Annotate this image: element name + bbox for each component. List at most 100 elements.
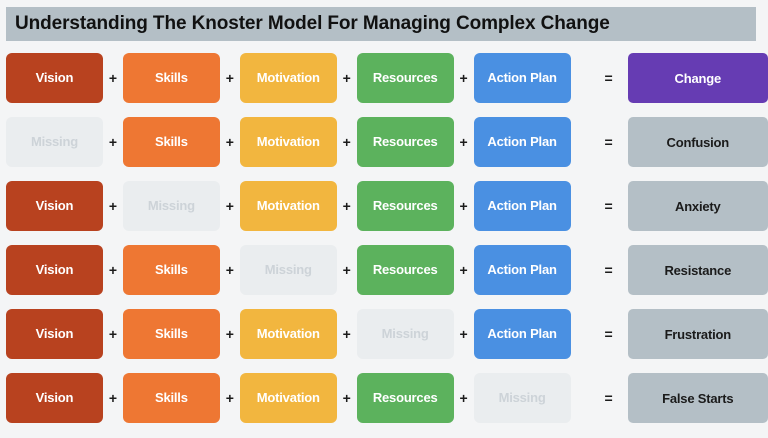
outcome-label: False Starts: [662, 390, 734, 406]
factor-label: Vision: [35, 262, 74, 278]
factor-label: Missing: [30, 134, 78, 150]
plus-separator: +: [108, 70, 117, 86]
factor-label: Action Plan: [487, 262, 557, 278]
factor-label: Vision: [35, 326, 74, 342]
page-title-bar: Understanding The Knoster Model For Mana…: [6, 7, 756, 41]
equation-row: Vision+Skills+Missing+Resources+Action P…: [0, 245, 768, 295]
factor-box: Vision: [6, 181, 103, 231]
plus-separator: +: [342, 70, 351, 86]
plus-separator: +: [459, 262, 468, 278]
plus-separator: +: [342, 134, 351, 150]
plus-separator: +: [225, 326, 234, 342]
equals-separator: =: [604, 70, 613, 86]
factor-box: Skills: [122, 53, 220, 103]
missing-box: Missing: [473, 373, 571, 423]
factor-label: Resources: [372, 198, 438, 214]
factor-box: Skills: [122, 117, 220, 167]
factor-label: Missing: [264, 262, 312, 278]
outcome-label: Anxiety: [675, 198, 721, 214]
plus-separator: +: [108, 134, 117, 150]
factor-box: Vision: [6, 373, 103, 423]
factor-box: Skills: [122, 245, 220, 295]
equals-separator: =: [604, 326, 613, 342]
factor-label: Action Plan: [487, 198, 557, 214]
outcome-label: Change: [674, 70, 722, 86]
factor-label: Missing: [381, 326, 429, 342]
missing-box: Missing: [356, 309, 454, 359]
factor-box: Resources: [356, 373, 454, 423]
outcome-box: Confusion: [627, 117, 768, 167]
plus-separator: +: [108, 326, 117, 342]
plus-separator: +: [459, 198, 468, 214]
factor-box: Action Plan: [473, 53, 571, 103]
factor-label: Skills: [154, 262, 188, 278]
plus-separator: +: [459, 134, 468, 150]
outcome-box: Anxiety: [627, 181, 768, 231]
equation-row: Vision+Skills+Motivation+Missing+Action …: [0, 309, 768, 359]
factor-box: Motivation: [239, 117, 337, 167]
factor-label: Resources: [372, 70, 438, 86]
plus-separator: +: [108, 390, 117, 406]
missing-box: Missing: [239, 245, 337, 295]
factor-label: Action Plan: [487, 134, 557, 150]
factor-label: Vision: [35, 198, 74, 214]
factor-label: Skills: [154, 326, 188, 342]
factor-box: Action Plan: [473, 245, 571, 295]
outcome-box: Change: [627, 53, 768, 103]
factor-label: Vision: [35, 70, 74, 86]
factor-label: Skills: [154, 390, 188, 406]
plus-separator: +: [225, 70, 234, 86]
page-title: Understanding The Knoster Model For Mana…: [15, 13, 610, 34]
factor-label: Missing: [498, 390, 546, 406]
factor-label: Resources: [372, 262, 438, 278]
plus-separator: +: [108, 262, 117, 278]
factor-label: Action Plan: [487, 70, 557, 86]
factor-box: Motivation: [239, 309, 337, 359]
equals-separator: =: [604, 262, 613, 278]
plus-separator: +: [342, 262, 351, 278]
plus-separator: +: [225, 390, 234, 406]
factor-box: Resources: [356, 117, 454, 167]
factor-box: Skills: [122, 309, 220, 359]
factor-box: Resources: [356, 53, 454, 103]
outcome-label: Resistance: [664, 262, 732, 278]
factor-box: Action Plan: [473, 181, 571, 231]
equals-separator: =: [604, 390, 613, 406]
factor-label: Resources: [372, 390, 438, 406]
factor-label: Action Plan: [487, 326, 557, 342]
plus-separator: +: [459, 326, 468, 342]
plus-separator: +: [225, 198, 234, 214]
missing-box: Missing: [6, 117, 103, 167]
outcome-box: Resistance: [627, 245, 768, 295]
factor-box: Motivation: [239, 181, 337, 231]
plus-separator: +: [108, 198, 117, 214]
factor-label: Skills: [154, 134, 188, 150]
factor-box: Vision: [6, 53, 103, 103]
equation-row: Vision+Missing+Motivation+Resources+Acti…: [0, 181, 768, 231]
plus-separator: +: [225, 134, 234, 150]
outcome-box: False Starts: [627, 373, 768, 423]
factor-box: Resources: [356, 245, 454, 295]
missing-box: Missing: [122, 181, 220, 231]
equation-row: Vision+Skills+Motivation+Resources+Missi…: [0, 373, 768, 423]
factor-box: Resources: [356, 181, 454, 231]
factor-label: Motivation: [256, 390, 320, 406]
equals-separator: =: [604, 134, 613, 150]
equation-rows: Vision + Skills + Motivation + Resources + Actio…: [0, 53, 768, 437]
outcome-box: Frustration: [627, 309, 768, 359]
equation-row: Missing + Skills + Motivation + Resources + Acti…: [0, 117, 768, 167]
factor-box: Vision: [6, 309, 103, 359]
factor-box: Action Plan: [473, 309, 571, 359]
factor-box: Vision: [6, 245, 103, 295]
outcome-label: Frustration: [664, 326, 732, 342]
factor-label: Motivation: [256, 134, 320, 150]
factor-label: Resources: [372, 134, 438, 150]
factor-box: Motivation: [239, 53, 337, 103]
factor-box: Action Plan: [473, 117, 571, 167]
factor-box: Motivation: [239, 373, 337, 423]
factor-label: Skills: [154, 70, 188, 86]
factor-label: Missing: [147, 198, 195, 214]
factor-label: Vision: [35, 390, 74, 406]
equals-separator: =: [604, 198, 613, 214]
outcome-label: Confusion: [666, 134, 730, 150]
